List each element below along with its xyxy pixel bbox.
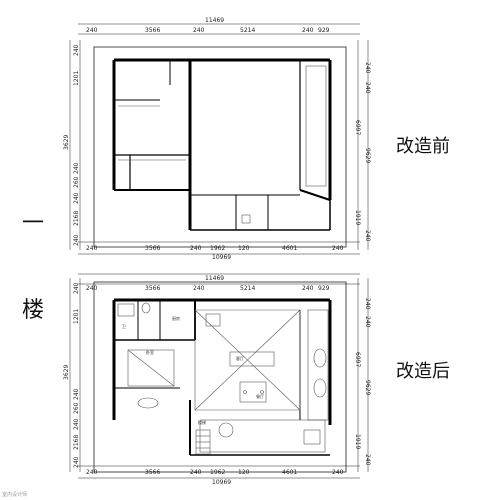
label-before: 改造前 bbox=[396, 136, 450, 157]
walls-after bbox=[112, 298, 332, 456]
dim-left-7: 2168 bbox=[73, 211, 80, 226]
dim-left-4: 240 bbox=[73, 162, 80, 174]
plan-after: 11469 240 3566 240 5214 240 929 240 3566… bbox=[0, 270, 400, 500]
dim-bottom-after-6: 4601 bbox=[282, 469, 297, 476]
dim-left-2: 1201 bbox=[73, 71, 80, 86]
dim-top-2: 3566 bbox=[145, 27, 160, 34]
dim-left-after-1: 240 bbox=[73, 282, 80, 294]
dim-left-after-5: 260 bbox=[73, 402, 80, 414]
dim-bottom-after-3: 240 bbox=[190, 469, 202, 476]
dim-top-after-4: 5214 bbox=[240, 285, 255, 292]
dim-left-after-4: 240 bbox=[73, 388, 80, 400]
dim-left-after-3: 3629 bbox=[63, 365, 70, 380]
dim-total-width-top: 11469 bbox=[205, 17, 224, 24]
dim-top-after-6: 929 bbox=[318, 285, 330, 292]
dim-bottom-7: 240 bbox=[332, 245, 344, 252]
fixtures-before bbox=[118, 65, 327, 224]
dim-top-6: 929 bbox=[318, 27, 330, 34]
dim-right-1: 240 bbox=[364, 62, 371, 74]
dim-left-after-2: 1201 bbox=[73, 309, 80, 324]
dim-right-3: 6997 bbox=[354, 120, 361, 135]
dim-left-1: 240 bbox=[73, 44, 80, 56]
dim-left-5: 260 bbox=[73, 176, 80, 188]
room-label-living: 客厅 bbox=[236, 355, 244, 361]
dim-total-width-top-after: 11469 bbox=[205, 275, 224, 282]
walls-before bbox=[112, 58, 332, 231]
dim-right-5: 1919 bbox=[354, 210, 361, 225]
room-label-bath: 卫 bbox=[122, 324, 126, 329]
dim-top-3: 240 bbox=[193, 27, 205, 34]
dim-top-after-5: 240 bbox=[302, 285, 314, 292]
dim-top-5: 240 bbox=[302, 27, 314, 34]
plan-after-drawing: 11469 240 3566 240 5214 240 929 240 3566… bbox=[63, 273, 371, 486]
dim-top-1: 240 bbox=[86, 27, 98, 34]
furniture-after bbox=[117, 302, 329, 455]
room-label-stair: 楼梯 bbox=[198, 419, 206, 425]
room-label-dining: 餐厅 bbox=[256, 393, 264, 399]
plan-before: 11469 240 3566 240 5214 240 929 240 3566… bbox=[0, 10, 400, 260]
dim-right-after-6: 240 bbox=[364, 454, 371, 466]
dim-right-after-1: 240 bbox=[364, 298, 371, 310]
dim-right-after-3: 6997 bbox=[354, 352, 361, 367]
dim-bottom-after-1: 240 bbox=[86, 469, 98, 476]
dim-bottom-total-after: 10969 bbox=[212, 479, 231, 486]
dim-top-after-2: 3566 bbox=[145, 285, 160, 292]
dim-bottom-6: 4601 bbox=[282, 245, 297, 252]
dim-left-3: 3629 bbox=[63, 135, 70, 150]
floor-char-lou: 楼 bbox=[22, 298, 45, 323]
dim-bottom-total: 10969 bbox=[212, 254, 231, 260]
dim-left-after-6: 240 bbox=[73, 418, 80, 430]
dim-bottom-after-2: 3566 bbox=[145, 469, 160, 476]
dim-right-4: 9629 bbox=[364, 148, 371, 163]
dim-bottom-after-5: 120 bbox=[238, 469, 250, 476]
room-label-kitchen: 厨房 bbox=[172, 315, 180, 321]
room-label-bedroom: 卧室 bbox=[146, 349, 154, 355]
watermark: 室内设计师 bbox=[2, 492, 28, 498]
dim-right-6: 240 bbox=[364, 230, 371, 242]
dim-bottom-1: 240 bbox=[86, 245, 98, 252]
dim-bottom-2: 3566 bbox=[145, 245, 160, 252]
dim-left-6: 240 bbox=[73, 192, 80, 204]
dim-right-after-5: 1919 bbox=[354, 434, 361, 449]
dim-right-after-4: 9629 bbox=[364, 380, 371, 395]
dim-top-4: 5214 bbox=[240, 27, 255, 34]
dim-bottom-after-4: 1962 bbox=[210, 469, 225, 476]
plan-before-drawing: 11469 240 3566 240 5214 240 929 240 3566… bbox=[63, 17, 371, 260]
dim-right-2: 240 bbox=[364, 82, 371, 94]
dim-left-after-8: 240 bbox=[73, 456, 80, 468]
dim-bottom-3: 240 bbox=[190, 245, 202, 252]
dim-top-after-1: 240 bbox=[86, 285, 98, 292]
label-after: 改造后 bbox=[396, 361, 450, 382]
dim-bottom-4: 1962 bbox=[210, 245, 225, 252]
dim-right-after-2: 240 bbox=[364, 316, 371, 328]
dim-left-8: 240 bbox=[73, 234, 80, 246]
dim-left-after-7: 2168 bbox=[73, 435, 80, 450]
dim-top-after-3: 240 bbox=[193, 285, 205, 292]
floor-char-yi: 一 bbox=[22, 211, 45, 236]
dim-bottom-after-7: 240 bbox=[332, 469, 344, 476]
dim-bottom-5: 120 bbox=[238, 245, 250, 252]
